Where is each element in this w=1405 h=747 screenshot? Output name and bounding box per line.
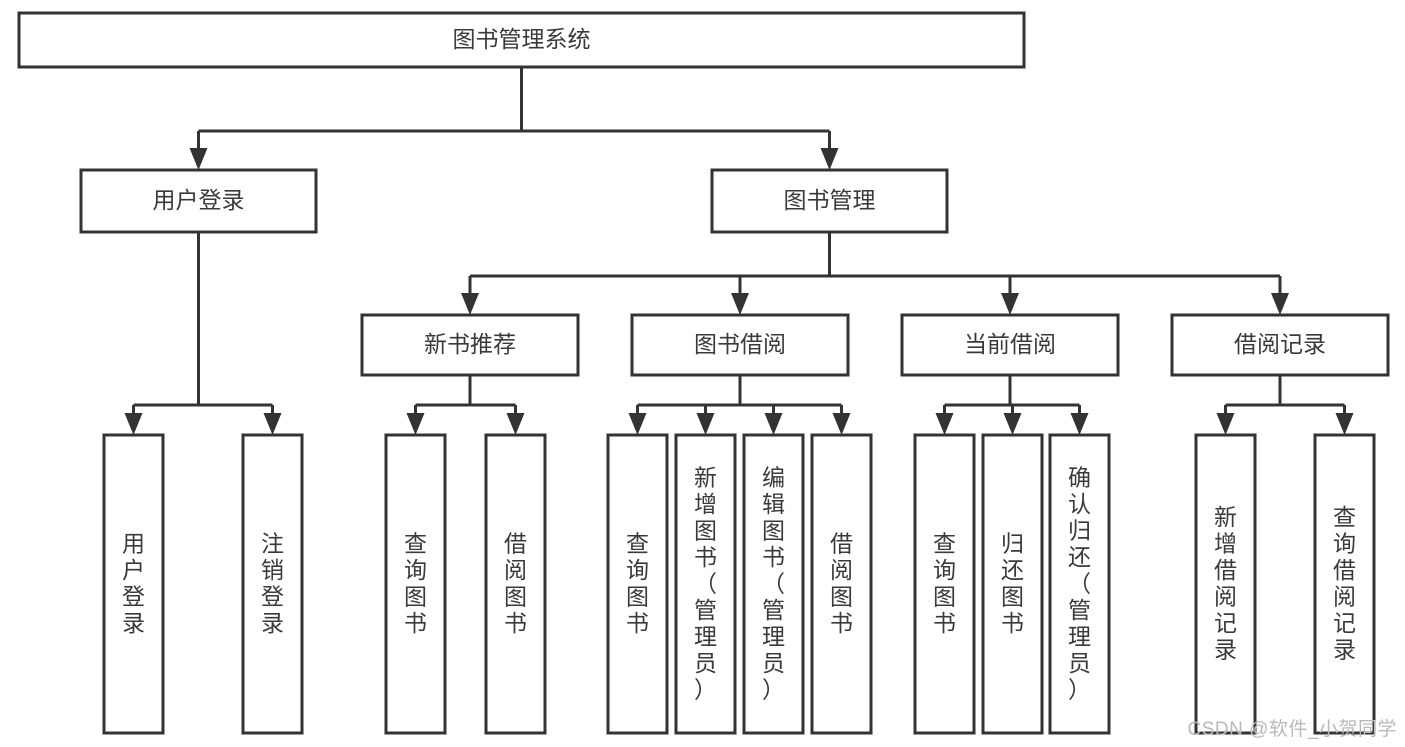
node-layer: 图书管理系统用户登录图书管理新书推荐图书借阅当前借阅借阅记录用户登录注销登录查询… — [17, 11, 1390, 735]
arrow-head-icon — [1003, 413, 1022, 435]
node-box[interactable] — [913, 433, 976, 735]
node-leaf-records-query[interactable]: 查询借阅记录 — [1313, 433, 1376, 735]
node-box[interactable] — [17, 11, 1026, 69]
node-label: 借阅图书 — [504, 531, 527, 637]
node-leaf-current-confirm[interactable]: 确认归还（管理员） — [1048, 433, 1111, 735]
watermark-label: CSDN @软件_小贺同学 — [1187, 719, 1397, 740]
node-label: 确认归还（管理员） — [1068, 464, 1091, 702]
node-box[interactable] — [102, 433, 165, 735]
node-box[interactable] — [384, 433, 447, 735]
arrow-head-icon — [1335, 413, 1354, 435]
node-leaf-borrow-add[interactable]: 新增图书（管理员） — [674, 433, 737, 735]
node-label: 编辑图书（管理员） — [762, 464, 785, 702]
node-login[interactable]: 用户登录 — [79, 168, 318, 234]
node-leaf-current-query[interactable]: 查询图书 — [913, 433, 976, 735]
node-box[interactable] — [360, 313, 580, 377]
arrow-head-icon — [506, 413, 525, 435]
node-box[interactable] — [900, 313, 1120, 377]
node-label: 查询图书 — [626, 531, 649, 637]
node-label: 借阅记录 — [1234, 331, 1326, 357]
node-label: 注销登录 — [261, 531, 284, 637]
node-label: 新增图书（管理员） — [694, 464, 717, 702]
arrow-head-icon — [124, 413, 143, 435]
arrow-head-icon — [1070, 413, 1089, 435]
node-box[interactable] — [742, 433, 805, 735]
node-leaf-newbook-query[interactable]: 查询图书 — [384, 433, 447, 735]
node-box[interactable] — [606, 433, 669, 735]
node-box[interactable] — [981, 433, 1044, 735]
node-box[interactable] — [241, 433, 304, 735]
connector-group-newbook — [406, 375, 525, 435]
node-label: 查询图书 — [933, 531, 956, 637]
node-leaf-borrow-query[interactable]: 查询图书 — [606, 433, 669, 735]
node-leaf-borrow-lend[interactable]: 借阅图书 — [810, 433, 873, 735]
node-box[interactable] — [630, 313, 850, 377]
node-leaf-current-return[interactable]: 归还图书 — [981, 433, 1044, 735]
node-label: 图书借阅 — [694, 331, 786, 357]
arrow-head-icon — [1271, 293, 1289, 315]
node-box[interactable] — [674, 433, 737, 735]
connector-group-records — [1216, 375, 1354, 435]
node-current[interactable]: 当前借阅 — [900, 313, 1120, 377]
node-bookmgmt[interactable]: 图书管理 — [710, 168, 949, 234]
node-box[interactable] — [810, 433, 873, 735]
node-label: 归还图书 — [1001, 531, 1024, 637]
node-label: 用户登录 — [122, 531, 145, 637]
node-label: 借阅图书 — [830, 531, 853, 637]
arrow-head-icon — [461, 293, 479, 315]
node-box[interactable] — [484, 433, 547, 735]
node-root[interactable]: 图书管理系统 — [17, 11, 1026, 69]
node-box[interactable] — [1194, 433, 1257, 735]
arrow-head-icon — [1001, 293, 1019, 315]
arrow-head-icon — [832, 413, 851, 435]
node-box[interactable] — [710, 168, 949, 234]
node-label: 用户登录 — [153, 187, 245, 213]
connector-group-bookmgmt — [461, 232, 1289, 315]
arrow-head-icon — [406, 413, 425, 435]
arrow-head-icon — [263, 413, 282, 435]
node-box[interactable] — [1170, 313, 1390, 377]
node-newbook[interactable]: 新书推荐 — [360, 313, 580, 377]
node-label: 图书管理系统 — [453, 26, 591, 52]
node-borrow[interactable]: 图书借阅 — [630, 313, 850, 377]
connector-group-root — [189, 67, 839, 170]
node-leaf-borrow-edit[interactable]: 编辑图书（管理员） — [742, 433, 805, 735]
node-records[interactable]: 借阅记录 — [1170, 313, 1390, 377]
connector-group-current — [935, 375, 1089, 435]
connector-layer — [124, 67, 1354, 435]
node-label: 新书推荐 — [424, 331, 516, 357]
node-box[interactable] — [79, 168, 318, 234]
node-label: 查询借阅记录 — [1333, 504, 1356, 663]
arrow-head-icon — [628, 413, 647, 435]
node-label: 查询图书 — [404, 531, 427, 637]
node-label: 当前借阅 — [964, 331, 1056, 357]
connector-group-borrow — [628, 375, 851, 435]
node-label: 新增借阅记录 — [1214, 504, 1237, 663]
connector-group-login — [124, 232, 282, 435]
node-leaf-newbook-borrow[interactable]: 借阅图书 — [484, 433, 547, 735]
arrow-head-icon — [1216, 413, 1235, 435]
node-leaf-records-add[interactable]: 新增借阅记录 — [1194, 433, 1257, 735]
node-leaf-user-logout[interactable]: 注销登录 — [241, 433, 304, 735]
arrow-head-icon — [189, 148, 208, 170]
arrow-head-icon — [820, 148, 839, 170]
arrow-head-icon — [764, 413, 783, 435]
node-label: 图书管理 — [784, 187, 876, 213]
arrow-head-icon — [935, 413, 954, 435]
node-box[interactable] — [1048, 433, 1111, 735]
arrow-head-icon — [696, 413, 715, 435]
node-leaf-user-login[interactable]: 用户登录 — [102, 433, 165, 735]
arrow-head-icon — [731, 293, 749, 315]
node-box[interactable] — [1313, 433, 1376, 735]
